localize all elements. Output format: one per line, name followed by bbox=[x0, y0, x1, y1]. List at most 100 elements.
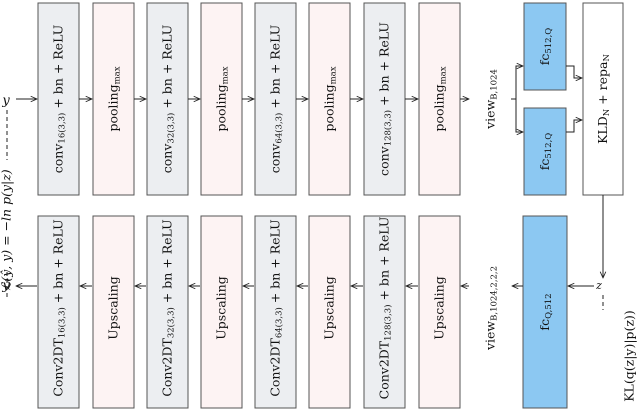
dec-conv2dt-64-label-suffix: + bn + ReLU bbox=[267, 219, 282, 307]
enc-conv-32-label-main: conv bbox=[159, 143, 174, 174]
arrow-view-to-fc-mean bbox=[511, 66, 523, 100]
arrow-fc-logvar-to-kld bbox=[566, 120, 582, 133]
dec-conv2dt-128-label-main: Conv2DT bbox=[376, 340, 391, 399]
kld-repa-label: KLDN + repaN bbox=[595, 54, 612, 144]
dec-upscaling-3: Upscaling bbox=[308, 215, 351, 409]
dec-conv2dt-64-label-main: Conv2DT bbox=[267, 337, 282, 396]
enc-pool-3-label-main: pooling bbox=[321, 84, 336, 131]
dec-conv2dt-16-label-suffix: + bn + ReLU bbox=[50, 219, 65, 307]
enc-conv-32-label-subscript: 32(3,3) bbox=[165, 113, 176, 144]
enc-view-label-main: view bbox=[482, 99, 497, 129]
dec-upscaling-1-label-main: Upscaling bbox=[105, 276, 120, 339]
enc-view-label-subscript: B,1024 bbox=[489, 69, 499, 100]
enc-conv-32-label-suffix: + bn + ReLU bbox=[159, 25, 174, 113]
kl-loss-label: KL(q(z|y)|p(z)) bbox=[622, 310, 637, 402]
dec-conv2dt-16-label-subscript: 16(3,3) bbox=[56, 307, 67, 338]
enc-pool-1: poolingmax bbox=[92, 2, 135, 196]
dec-upscaling-1-label: Upscaling bbox=[105, 276, 120, 339]
enc-conv-64-label-suffix: + bn + ReLU bbox=[267, 25, 282, 113]
enc-pool-4: poolingmax bbox=[418, 2, 461, 196]
enc-conv-16: conv16(3,3) + bn + ReLU bbox=[37, 2, 80, 196]
dec-upscaling-4-label: Upscaling bbox=[431, 276, 446, 339]
dec-conv2dt-16-label: Conv2DT16(3,3) + bn + ReLU bbox=[50, 219, 67, 396]
kld-repa-label-main: KLD bbox=[595, 116, 610, 144]
kld-repa-label-subscript-2: N bbox=[602, 54, 612, 62]
dec-conv2dt-32-label-main: Conv2DT bbox=[159, 337, 174, 396]
fc-decoder-box bbox=[522, 215, 568, 409]
enc-conv-32-box bbox=[146, 2, 189, 196]
enc-conv-16-label-subscript: 16(3,3) bbox=[56, 113, 67, 144]
enc-pool-4-label-main: pooling bbox=[431, 84, 446, 131]
output-yhat-label: ŷ bbox=[1, 279, 10, 294]
fc-mean-box bbox=[523, 2, 567, 91]
fc-decoder-label-main: fc bbox=[537, 319, 552, 331]
enc-pool-4-label: poolingmax bbox=[431, 66, 448, 131]
enc-conv-64-label-main: conv bbox=[267, 143, 282, 174]
enc-pool-4-label-subscript: max bbox=[438, 66, 448, 84]
enc-conv-64-label: conv64(3,3) + bn + ReLU bbox=[267, 25, 284, 173]
arrow-view-to-fc-logvar bbox=[515, 99, 523, 132]
dec-conv2dt-128-label-subscript: 128(3,3) bbox=[382, 304, 393, 340]
fc-logvar-label-main: fc bbox=[537, 159, 552, 171]
dec-conv2dt-16-box bbox=[37, 215, 80, 409]
dec-view-label: viewB,1024,2,2,2 bbox=[482, 266, 499, 351]
enc-pool-2-label-subscript: max bbox=[220, 66, 230, 84]
dec-upscaling-3-label-main: Upscaling bbox=[321, 276, 336, 339]
dec-conv2dt-64-label-subscript: 64(3,3) bbox=[273, 307, 284, 338]
kld-repa-label-subscript: N bbox=[602, 108, 612, 116]
kld-repa-box bbox=[582, 2, 624, 196]
enc-view: viewB,1024 bbox=[482, 69, 499, 130]
dec-conv2dt-16: Conv2DT16(3,3) + bn + ReLU bbox=[37, 215, 80, 409]
fc-mean: fc512,Q bbox=[523, 2, 567, 91]
enc-conv-128-label-suffix: + bn + ReLU bbox=[376, 22, 391, 110]
enc-pool-1-label-main: pooling bbox=[105, 84, 120, 131]
fc-decoder-label: fcQ,512 bbox=[537, 293, 554, 330]
kld-repa: KLDN + repaN bbox=[582, 2, 624, 196]
dec-view: viewB,1024,2,2,2 bbox=[482, 266, 499, 351]
enc-pool-1-box bbox=[92, 2, 135, 196]
enc-conv-64-box bbox=[254, 2, 297, 196]
enc-conv-16-box bbox=[37, 2, 80, 196]
dec-upscaling-2: Upscaling bbox=[200, 215, 243, 409]
fc-mean-label: fc512,Q bbox=[537, 28, 554, 66]
enc-conv-16-label: conv16(3,3) + bn + ReLU bbox=[50, 25, 67, 173]
enc-pool-3-label: poolingmax bbox=[321, 66, 338, 131]
dec-conv2dt-128: Conv2DT128(3,3) + bn + ReLU bbox=[363, 215, 406, 409]
dec-upscaling-1-box bbox=[92, 215, 135, 409]
dec-view-label-subscript: B,1024,2,2,2 bbox=[489, 266, 499, 321]
enc-conv-128-label-main: conv bbox=[376, 145, 391, 176]
dec-upscaling-2-box bbox=[200, 215, 243, 409]
enc-conv-64-label-subscript: 64(3,3) bbox=[273, 113, 284, 144]
enc-conv-16-label-main: conv bbox=[50, 143, 65, 174]
fc-logvar-label-subscript: 512,Q bbox=[544, 133, 554, 159]
fc-logvar-label: fc512,Q bbox=[537, 133, 554, 171]
dec-conv2dt-32-label: Conv2DT32(3,3) + bn + ReLU bbox=[159, 219, 176, 396]
dec-conv2dt-64: Conv2DT64(3,3) + bn + ReLU bbox=[254, 215, 297, 409]
dec-view-label-main: view bbox=[482, 321, 497, 351]
fc-decoder: fcQ,512 bbox=[522, 215, 568, 409]
input-y-label: y bbox=[1, 94, 10, 109]
latent-z-label: z bbox=[595, 279, 602, 292]
enc-pool-1-label: poolingmax bbox=[105, 66, 122, 131]
dec-upscaling-2-label: Upscaling bbox=[213, 276, 228, 339]
dec-upscaling-3-label: Upscaling bbox=[321, 276, 336, 339]
arrow-fc-mean-to-kld bbox=[566, 65, 582, 78]
enc-pool-3-label-subscript: max bbox=[328, 66, 338, 84]
enc-pool-3: poolingmax bbox=[308, 2, 351, 196]
enc-conv-16-label-suffix: + bn + ReLU bbox=[50, 25, 65, 113]
enc-pool-2-box bbox=[200, 2, 243, 196]
enc-pool-3-box bbox=[308, 2, 351, 196]
dec-conv2dt-64-box bbox=[254, 215, 297, 409]
dec-upscaling-4: Upscaling bbox=[418, 215, 461, 409]
dec-conv2dt-128-label-suffix: + bn + ReLU bbox=[376, 217, 391, 305]
fc-decoder-label-subscript: Q,512 bbox=[544, 293, 554, 318]
dec-upscaling-4-label-main: Upscaling bbox=[431, 276, 446, 339]
enc-conv-32-label: conv32(3,3) + bn + ReLU bbox=[159, 25, 176, 173]
dec-conv2dt-128-box bbox=[363, 215, 406, 409]
dec-conv2dt-32-label-suffix: + bn + ReLU bbox=[159, 219, 174, 307]
enc-view-label: viewB,1024 bbox=[482, 69, 499, 130]
dec-upscaling-2-label-main: Upscaling bbox=[213, 276, 228, 339]
enc-pool-2-label: poolingmax bbox=[213, 66, 230, 131]
enc-conv-128: conv128(3,3) + bn + ReLU bbox=[363, 2, 406, 196]
